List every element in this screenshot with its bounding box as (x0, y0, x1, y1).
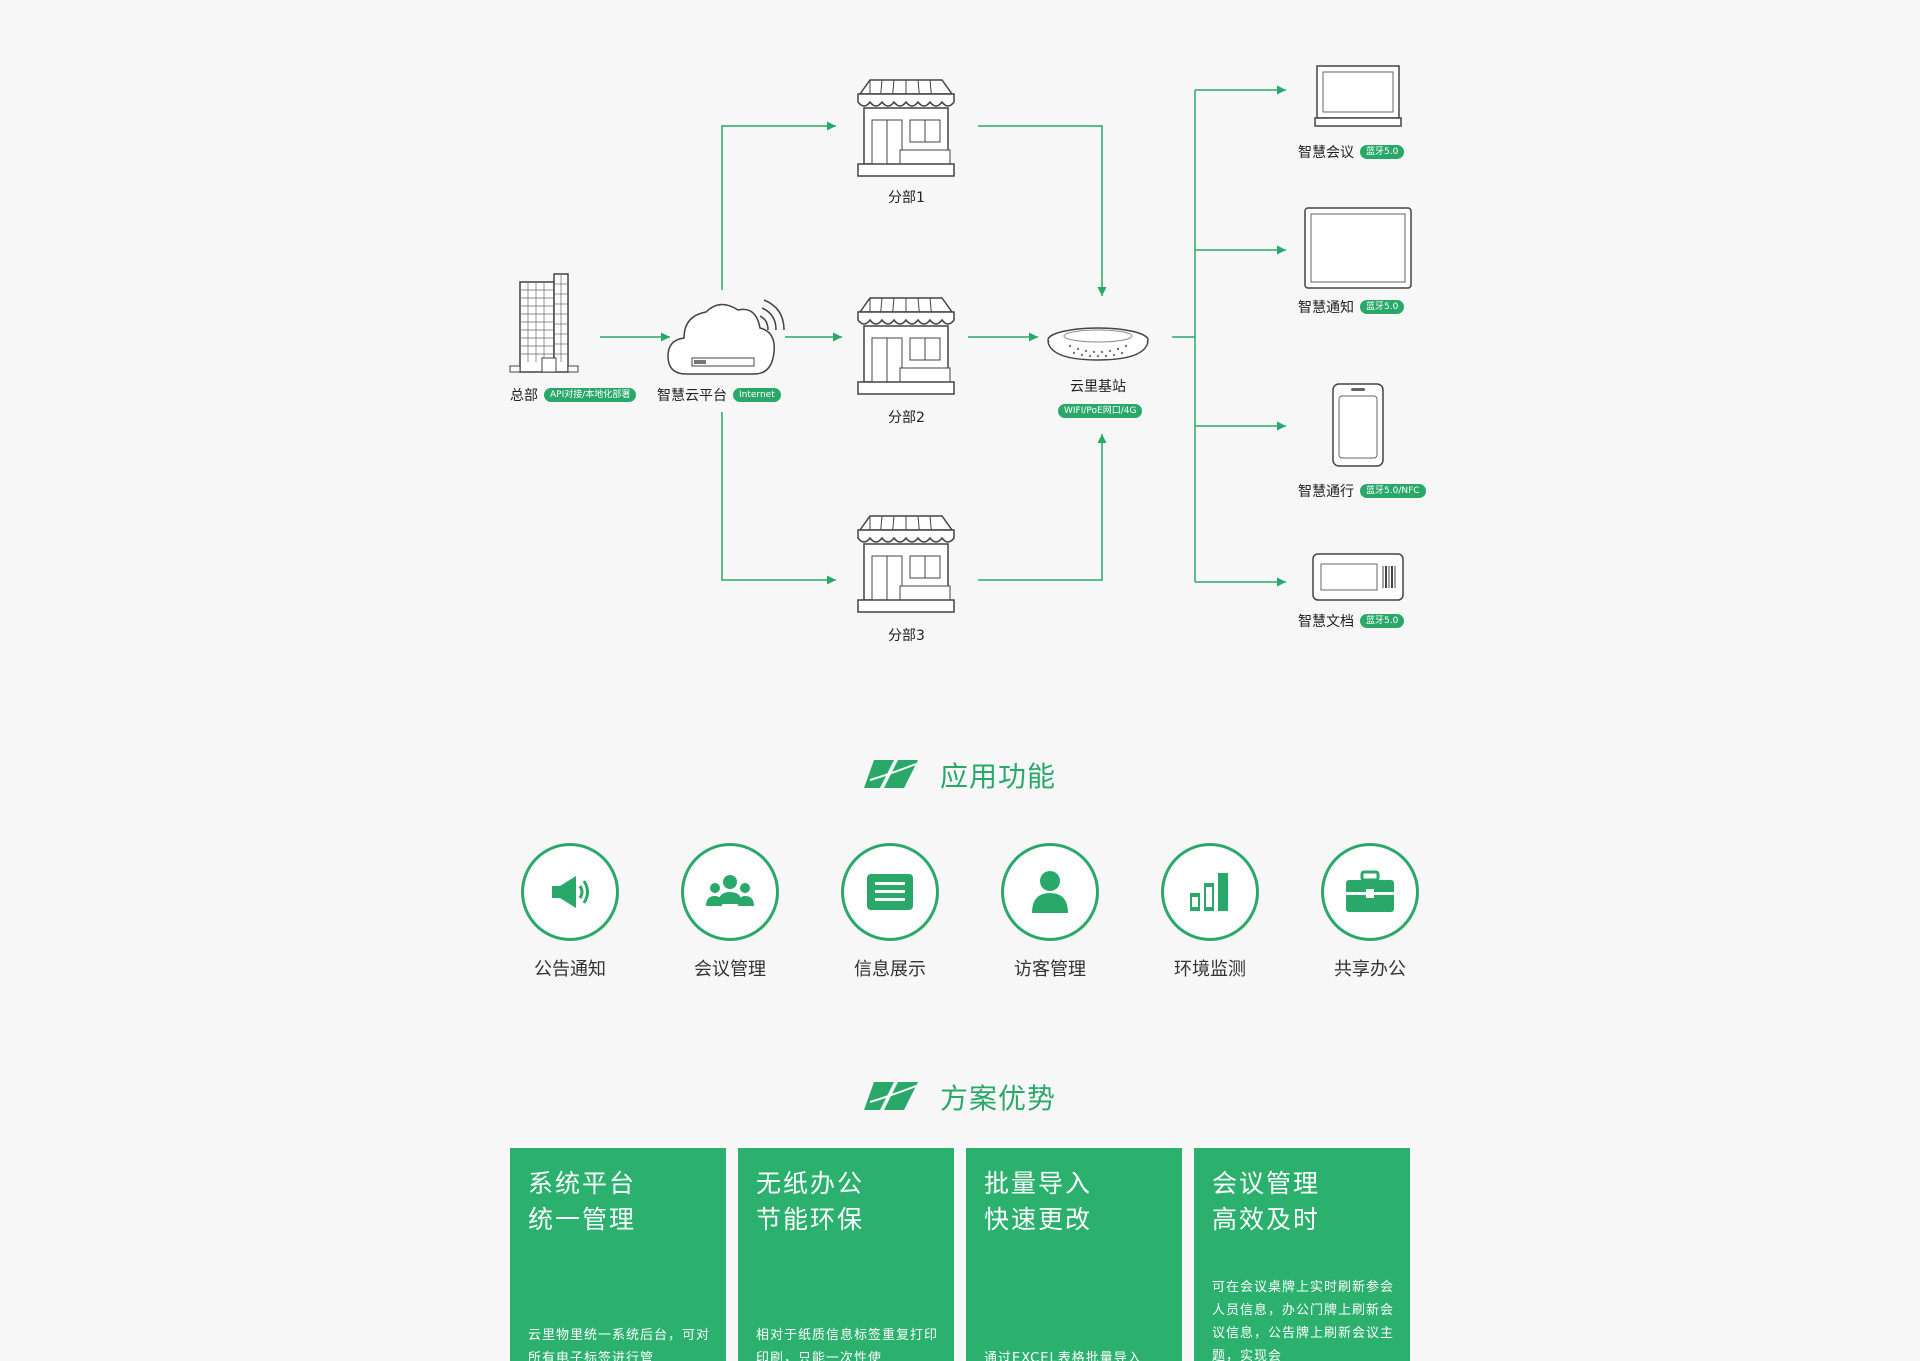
feature-environment[interactable]: 环境监测 (1150, 843, 1270, 981)
card-title-line2: 统一管理 (528, 1205, 637, 1234)
card-title: 系统平台 统一管理 (528, 1166, 636, 1238)
cloud-label-group: 智慧云平台 Internet (657, 385, 781, 405)
document-label-icon (1312, 553, 1404, 601)
headquarters-label-group: 总部 API对接/本地化部署 (510, 385, 637, 405)
device-2-label-group: 智慧通知 蓝牙5.0 (1298, 297, 1405, 317)
feature-meeting[interactable]: 会议管理 (670, 843, 790, 981)
notice-board-icon (1304, 207, 1412, 289)
cloud-tag: Internet (733, 388, 781, 402)
headquarters-building-icon (509, 273, 579, 373)
headquarters-tag: API对接/本地化部署 (544, 388, 637, 402)
feature-circle (1161, 843, 1259, 941)
feature-circle (1321, 843, 1419, 941)
branch3-shop-icon (857, 515, 955, 613)
advantage-card: 批量导入 快速更改 通过EXCEL表格批量导入 (966, 1148, 1182, 1361)
branch2-label: 分部2 (888, 410, 925, 426)
card-title-line1: 无纸办公 (756, 1169, 865, 1198)
feature-label: 会议管理 (694, 959, 766, 980)
feature-label: 信息展示 (854, 959, 926, 980)
advantages-title: 方案优势 (939, 1082, 1056, 1115)
topology-svg (509, 65, 1412, 613)
branch1-label: 分部1 (888, 190, 925, 206)
feature-circle (841, 843, 939, 941)
card-title: 会议管理 高效及时 (1212, 1166, 1320, 1238)
base-station-label: 云里基站 (1070, 379, 1126, 395)
card-body: 可在会议桌牌上实时刷新参会人员信息，办公门牌上刷新会议信息，公告牌上刷新会议主题… (1212, 1280, 1395, 1361)
device-1-label-group: 智慧会议 蓝牙5.0 (1298, 142, 1405, 162)
bar-chart-icon (1190, 873, 1228, 911)
access-phone-icon (1332, 383, 1384, 467)
feature-label: 环境监测 (1174, 959, 1246, 980)
device-4-tag: 蓝牙5.0 (1360, 614, 1405, 628)
card-title-line2: 快速更改 (984, 1205, 1093, 1234)
device-3-label: 智慧通行 (1298, 484, 1354, 500)
cloud-label: 智慧云平台 (657, 388, 727, 404)
card-body: 云里物里统一系统后台，可对所有电子标签进行管 (528, 1328, 711, 1361)
feature-circle (681, 843, 779, 941)
card-body: 通过EXCEL表格批量导入 (984, 1351, 1142, 1361)
card-title-line2: 高效及时 (1212, 1205, 1321, 1234)
device-3-label-group: 智慧通行 蓝牙5.0/NFC (1298, 481, 1426, 501)
feature-label: 公告通知 (534, 959, 606, 980)
advantages-section-header: 方案优势 (0, 1077, 1920, 1117)
card-title-line1: 系统平台 (528, 1169, 637, 1198)
feature-circle (521, 843, 619, 941)
feature-shared-office[interactable]: 共享办公 (1310, 843, 1430, 981)
feature-label: 访客管理 (1014, 959, 1086, 980)
feature-label: 共享办公 (1334, 959, 1406, 980)
network-topology-diagram: 总部 API对接/本地化部署 智慧云平台 Internet 分部1 分部2 分部… (509, 65, 1426, 644)
cloud-platform-icon (667, 299, 785, 375)
device-4-label-group: 智慧文档 蓝牙5.0 (1298, 611, 1405, 631)
device-3-tag: 蓝牙5.0/NFC (1360, 484, 1426, 498)
group-icon (706, 875, 754, 906)
visitor-icon (1032, 871, 1068, 913)
megaphone-icon (552, 876, 589, 908)
device-2-tag: 蓝牙5.0 (1360, 300, 1405, 314)
conference-display-icon (1314, 65, 1402, 127)
card-title-line1: 批量导入 (984, 1169, 1093, 1198)
document-icon (867, 874, 913, 910)
branch1-shop-icon (857, 79, 955, 177)
feature-info-display[interactable]: 信息展示 (830, 843, 950, 981)
features-title: 应用功能 (939, 760, 1056, 793)
card-title: 批量导入 快速更改 (984, 1166, 1092, 1238)
headquarters-label: 总部 (510, 388, 538, 404)
branch2-shop-icon (857, 297, 955, 395)
card-title: 无纸办公 节能环保 (756, 1166, 864, 1238)
base-station-tag-wrap: WIFI/PoE网口/4G (1058, 398, 1143, 418)
card-title-line1: 会议管理 (1212, 1169, 1321, 1198)
brand-stripe-icon (863, 760, 918, 788)
advantage-card: 系统平台 统一管理 云里物里统一系统后台，可对所有电子标签进行管 (510, 1148, 726, 1361)
features-section-header: 应用功能 (0, 755, 1920, 795)
device-1-tag: 蓝牙5.0 (1360, 145, 1405, 159)
features-row: 公告通知 会议管理 信息展示 (510, 843, 1419, 993)
device-4-label: 智慧文档 (1298, 614, 1354, 630)
base-station-icon (1047, 327, 1149, 361)
card-title-line2: 节能环保 (756, 1205, 865, 1234)
feature-announcement[interactable]: 公告通知 (510, 843, 630, 981)
base-station-tag: WIFI/PoE网口/4G (1058, 404, 1143, 418)
briefcase-icon (1346, 870, 1394, 912)
device-1-label: 智慧会议 (1298, 145, 1354, 161)
feature-circle (1001, 843, 1099, 941)
device-2-label: 智慧通知 (1298, 300, 1354, 316)
feature-visitor[interactable]: 访客管理 (990, 843, 1110, 981)
brand-stripe-icon (863, 1082, 918, 1110)
card-body: 相对于纸质信息标签重复打印印刷，只能一次性使 (756, 1328, 939, 1361)
advantage-card: 无纸办公 节能环保 相对于纸质信息标签重复打印印刷，只能一次性使 (738, 1148, 954, 1361)
connection-lines (600, 85, 1286, 587)
branch3-label: 分部3 (888, 628, 925, 644)
advantage-card: 会议管理 高效及时 可在会议桌牌上实时刷新参会人员信息，办公门牌上刷新会议信息，… (1194, 1148, 1410, 1361)
